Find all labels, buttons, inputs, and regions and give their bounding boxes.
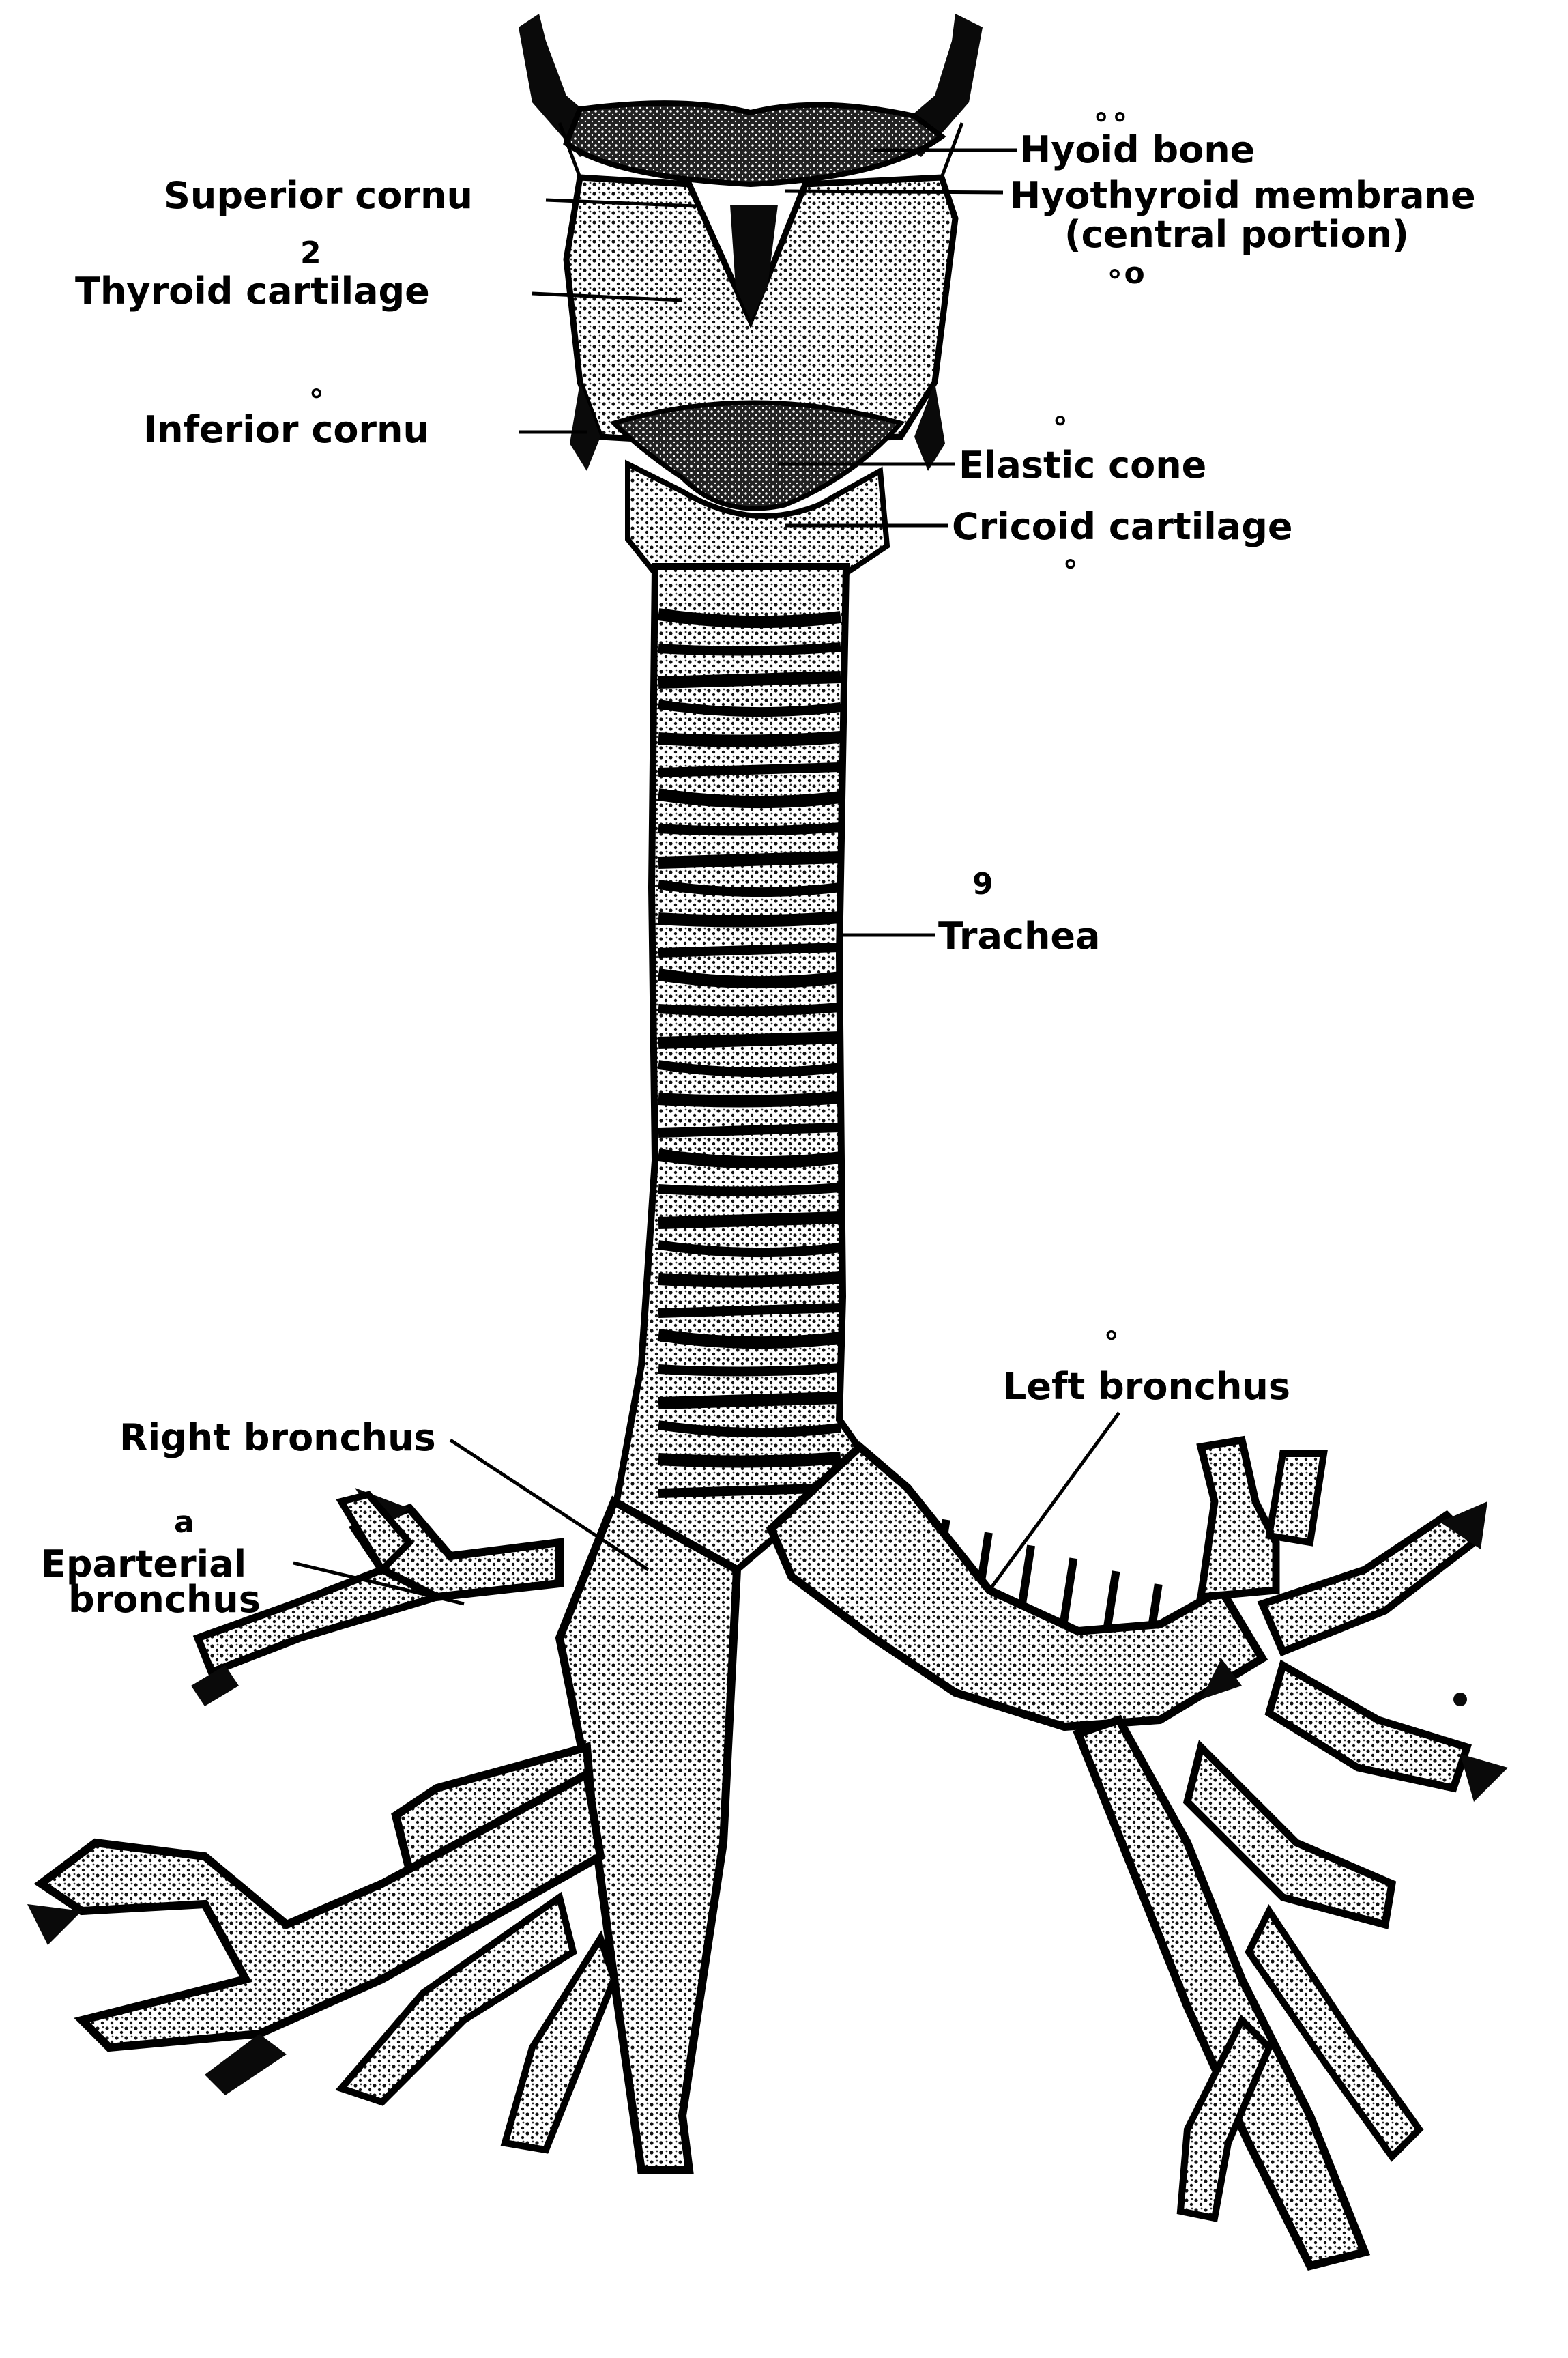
mark-hyothyroid: ∘o bbox=[1105, 256, 1145, 291]
tracheal-ring bbox=[658, 1278, 841, 1282]
leader-left-bronchus bbox=[989, 1413, 1119, 1590]
label-cricoid-cartilage: Cricoid cartilage bbox=[952, 505, 1292, 548]
hyoid-bone bbox=[519, 14, 983, 184]
left-bronchial-tree bbox=[771, 1440, 1508, 2266]
tracheal-ring bbox=[658, 947, 841, 953]
label-superior-cornu: Superior cornu bbox=[164, 174, 473, 217]
tracheal-ring bbox=[658, 857, 841, 863]
label-thyroid-cartilage: Thyroid cartilage bbox=[75, 270, 430, 313]
tracheal-ring bbox=[658, 1188, 841, 1192]
tracheal-ring bbox=[658, 1368, 841, 1372]
tracheal-ring bbox=[658, 1398, 841, 1403]
tracheal-ring bbox=[658, 767, 841, 773]
mark-elastic-cone: ∘ bbox=[1051, 403, 1070, 437]
label-inferior-cornu: Inferior cornu bbox=[143, 408, 429, 451]
mark-thyroid: 2 bbox=[300, 235, 321, 270]
tracheal-ring bbox=[658, 827, 841, 831]
label-trachea: Trachea bbox=[938, 915, 1101, 958]
tracheal-ring bbox=[658, 1007, 841, 1011]
mark-hyoid: ∘∘ bbox=[1092, 99, 1129, 134]
label-elastic-cone: Elastic cone bbox=[959, 444, 1206, 487]
tracheal-ring bbox=[658, 1097, 841, 1102]
mark-eparterial: a bbox=[174, 1505, 194, 1540]
label-eparterial-bronchus-2: bronchus bbox=[68, 1578, 261, 1621]
label-hyothyroid-membrane-1: Hyothyroid membrane bbox=[1010, 174, 1476, 217]
tracheal-ring bbox=[658, 917, 841, 921]
mark-trachea: 9 bbox=[972, 867, 993, 902]
mark-inferior-cornu: ∘ bbox=[307, 375, 326, 410]
tracheal-ring bbox=[658, 1308, 841, 1313]
tracheal-ring bbox=[658, 737, 841, 741]
tracheal-ring bbox=[658, 1127, 841, 1133]
tracheal-ring bbox=[658, 1218, 841, 1223]
leader-hyothyroid bbox=[785, 191, 1003, 192]
mark-cricoid: ∘ bbox=[1061, 546, 1080, 581]
tracheal-ring bbox=[658, 1037, 841, 1043]
label-hyoid-bone: Hyoid bone bbox=[1020, 128, 1255, 171]
tracheal-ring bbox=[658, 647, 841, 651]
mark-left-bronchus: ∘ bbox=[1102, 1317, 1121, 1352]
label-hyothyroid-membrane-2: (central portion) bbox=[1064, 213, 1409, 256]
tracheal-ring bbox=[658, 1458, 841, 1462]
tracheal-ring bbox=[658, 677, 841, 682]
label-right-bronchus: Right bronchus bbox=[119, 1416, 436, 1459]
label-left-bronchus: Left bronchus bbox=[1003, 1365, 1290, 1408]
